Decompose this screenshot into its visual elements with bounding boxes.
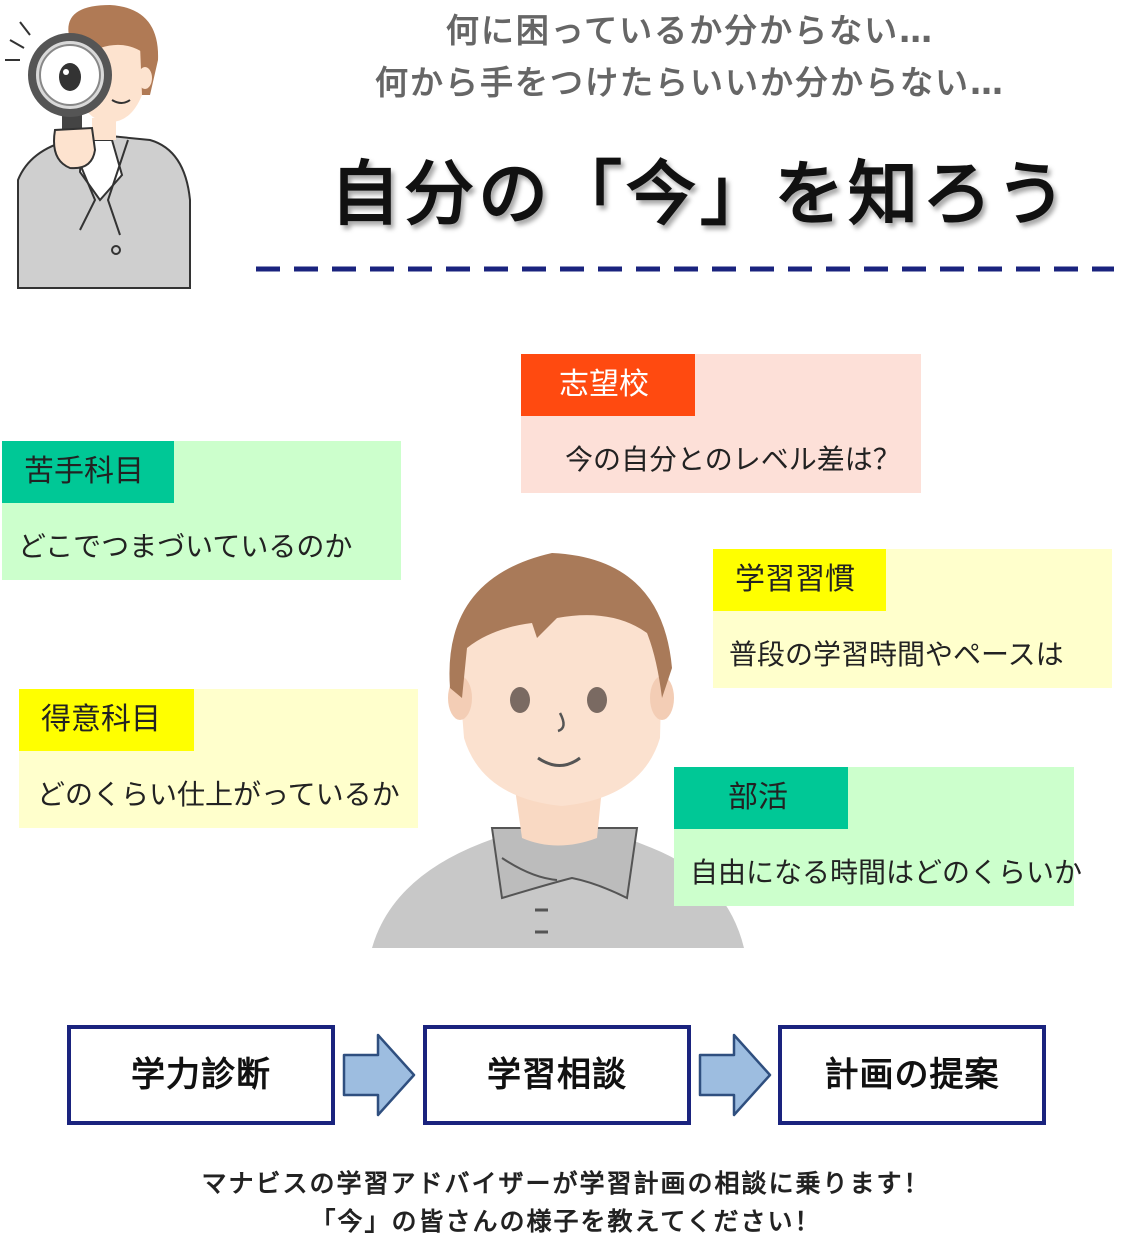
card-text: 普段の学習時間やペースは [729, 638, 1064, 671]
step-plan-proposal: 計画の提案 [778, 1025, 1046, 1125]
card-tag: 苦手科目 [2, 441, 174, 503]
footer-line-2: 「今」の皆さんの様子を教えてください！ [310, 1207, 822, 1236]
card-target-school: 志望校 今の自分とのレベル差は？ [521, 354, 921, 493]
card-weak-subject: 苦手科目 どこでつまづいているのか [2, 441, 401, 580]
card-tag: 得意科目 [19, 689, 194, 751]
card-text: どこでつまづいているのか [18, 530, 353, 563]
step-consultation: 学習相談 [423, 1025, 691, 1125]
step-diagnosis: 学力診断 [67, 1025, 335, 1125]
card-text: どのくらい仕上がっているか [37, 778, 400, 811]
card-tag: 志望校 [521, 354, 695, 416]
subtitle-line-1: 何に困っているか分からない… [445, 11, 935, 50]
right-arrow-icon [698, 1033, 772, 1117]
right-arrow-icon [342, 1033, 416, 1117]
card-tag: 学習習慣 [713, 549, 886, 611]
card-text: 今の自分とのレベル差は？ [565, 443, 901, 476]
card-strong-subject: 得意科目 どのくらい仕上がっているか [19, 689, 418, 828]
footer-line-1: マナビスの学習アドバイザーが学習計画の相談に乗ります！ [201, 1169, 931, 1198]
magnifier-person-illustration [5, 5, 191, 289]
card-text: 自由になる時間はどのくらいか [690, 856, 1083, 889]
card-study-habit: 学習習慣 普段の学習時間やペースは [713, 549, 1112, 688]
headline: 自分の「今」を知ろう [330, 153, 1070, 235]
card-club-activity: 部活 自由になる時間はどのくらいか [674, 767, 1082, 906]
student-illustration [372, 553, 744, 948]
dashed-divider [256, 266, 1114, 272]
card-tag: 部活 [674, 767, 848, 829]
subtitle-line-2: 何から手をつけたらいいか分からない… [375, 63, 1005, 102]
